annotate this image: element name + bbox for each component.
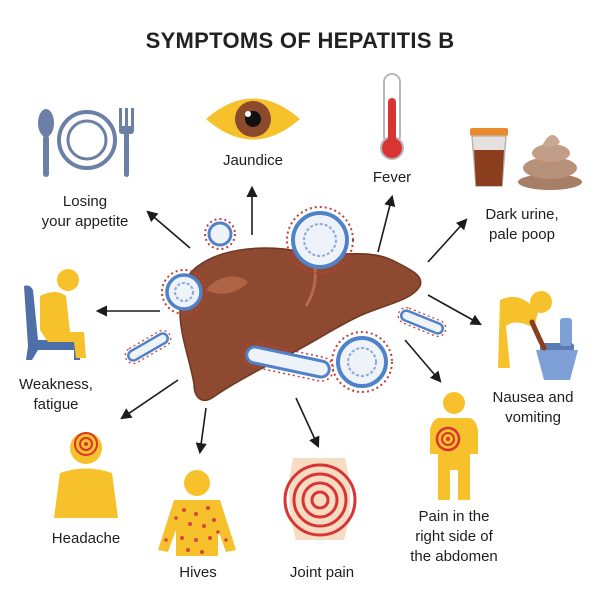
- virus-rod-icon: [124, 329, 172, 365]
- page-title: SYMPTOMS OF HEPATITIS B: [145, 28, 455, 53]
- knee-pain-icon: [283, 458, 357, 540]
- arrow-to-joint: [295, 397, 320, 449]
- arrow-to-headache: [120, 379, 179, 420]
- yellow-eye-icon: [206, 98, 300, 140]
- label-appetite: Losing your appetite: [41, 193, 129, 230]
- label-fever: Fever: [372, 169, 412, 186]
- label-jaundice: Jaundice: [222, 152, 284, 169]
- thermometer-icon: [380, 73, 404, 160]
- rash-person-icon: [158, 470, 236, 556]
- virus-particles: [124, 206, 447, 393]
- headache-person-icon: [54, 432, 118, 518]
- virus-icon: [286, 206, 354, 274]
- virus-icon: [204, 218, 236, 250]
- arrow-to-appetite: [146, 210, 191, 249]
- arrow-to-abdomen: [404, 339, 442, 383]
- label-nausea: Nausea and vomiting: [492, 389, 574, 426]
- arrow-to-fever: [377, 194, 396, 253]
- virus-icon: [161, 269, 207, 315]
- arrows: [95, 185, 482, 455]
- utensils-plate-icon: [38, 108, 134, 177]
- arrow-to-dark-urine: [427, 218, 468, 263]
- label-weakness: Weakness, fatigue: [19, 376, 93, 413]
- arrow-to-hives: [195, 407, 207, 455]
- vomiting-person-icon: [498, 291, 578, 380]
- label-hives: Hives: [179, 564, 217, 581]
- virus-rod-icon: [241, 342, 335, 382]
- tired-person-icon: [24, 269, 86, 360]
- urine-cup-stool-icon: [470, 128, 582, 190]
- arrow-to-nausea: [427, 294, 482, 326]
- label-headache: Headache: [51, 530, 121, 547]
- virus-rod-icon: [397, 306, 447, 338]
- label-joint-pain: Joint pain: [289, 564, 355, 581]
- virus-icon: [331, 331, 393, 393]
- label-abdomen: Pain in the right side of the abdomen: [410, 508, 498, 565]
- label-dark-urine: Dark urine, pale poop: [485, 206, 559, 243]
- liver-icon: [179, 247, 422, 402]
- abdominal-pain-person-icon: [430, 392, 478, 500]
